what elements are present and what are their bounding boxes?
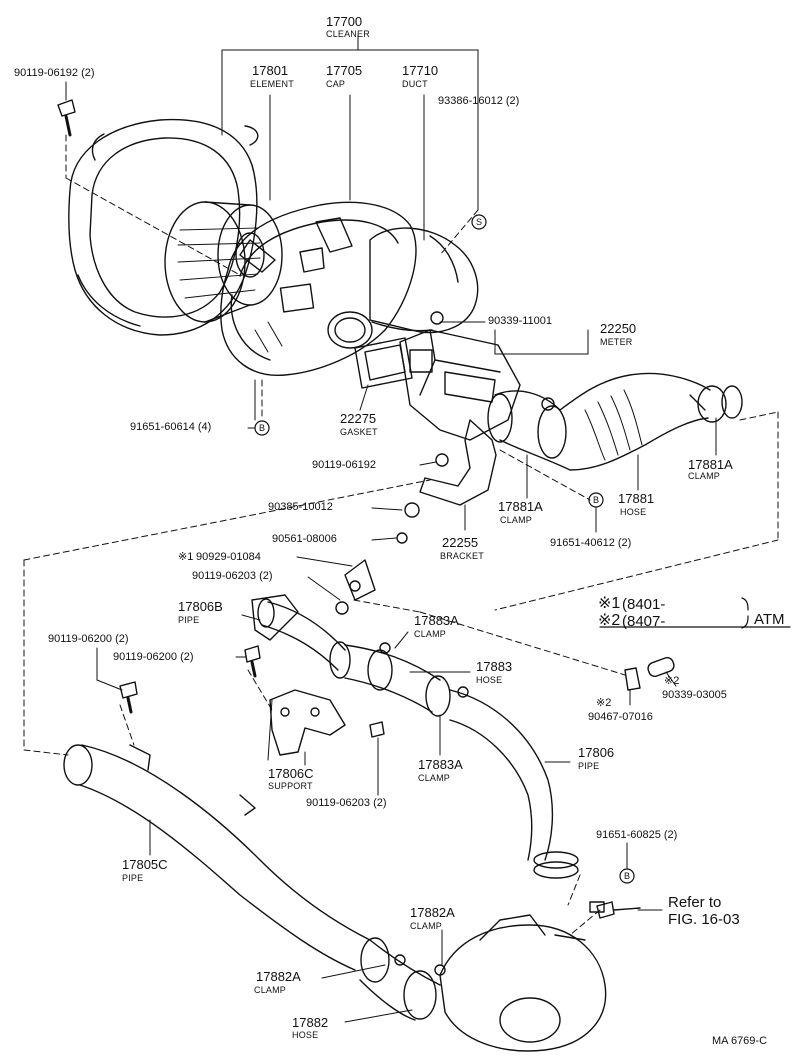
plug-90339-03005: 90339-03005 [662,689,727,701]
clamp-17883a-top-name: CLAMP [414,629,447,639]
clip-91651-60614: 91651-60614 (4) [130,421,212,433]
clamp-17883a-bottom-name: CLAMP [418,773,451,783]
clip-91651-40612: 91651-40612 (2) [550,537,632,549]
bolt-90119-06203-top: 90119-06203 (2) [192,570,273,582]
plug-90339-11001: 90339-11001 [488,315,553,327]
bolt-90119-06192-x2: 90119-06192 (2) [14,67,95,79]
cleaner-cap [220,201,417,376]
air-duct [327,227,479,349]
hose-17882 [359,937,446,1021]
intake-hose-17881 [487,372,743,471]
element-part-name: ELEMENT [250,79,294,89]
filter-element [164,201,283,323]
legend-date-2: (8407- [622,613,666,630]
pipe-17806b [251,559,376,671]
pipe-17805c [63,744,371,971]
clip-90467-07016: 90467-07016 [588,711,653,723]
grommet-90561-08006: 90561-08006 [272,533,337,545]
nut-90385-10012: 90385-10012 [268,501,333,513]
leader-lines [65,34,717,1023]
hose-17881-number: 17881 [618,491,655,506]
legend-transmission: ATM [754,611,785,628]
pipe-17806-number: 17806 [578,745,615,760]
clamp-17882a-left-number: 17882A [256,969,301,984]
support-17806c [269,689,346,756]
turbocharger [439,901,607,1052]
clamp-17883a-bottom-number: 17883A [418,757,463,772]
callout-s: S [476,217,483,227]
figure-code: MA 6769-C [712,1035,768,1047]
clip-91651-60825: 91651-60825 (2) [596,829,678,841]
duct-part-name: DUCT [402,79,428,89]
bolt-90119-06200-left: 90119-06200 (2) [48,633,129,645]
hose-17882-number: 17882 [292,1015,329,1030]
hose-17882-name: HOSE [292,1030,319,1040]
gasket-part-name: GASKET [340,427,378,437]
clamp-17883a-top-number: 17883A [414,613,459,628]
fasteners [57,99,675,919]
note2-mark-plug: ※2 [664,675,680,687]
support-17806c-number: 17806C [268,766,314,781]
clamp-17881a-mid-number: 17881A [498,499,543,514]
refer-figure: FIG. 16-03 [668,911,740,928]
pipe-17806-name: PIPE [578,761,600,771]
meter-bracket [396,419,497,544]
meter-part-name: METER [600,337,633,347]
cleaner-part-name: CLEANER [326,29,370,39]
pipe-17806 [449,689,579,879]
bolt-90119-06200-right: 90119-06200 (2) [113,651,194,663]
callout-circles [254,214,635,884]
callout-b-2: B [593,495,600,505]
legend-date-1: (8401- [622,596,666,613]
support-17806c-name: SUPPORT [268,781,313,791]
hose-17883-number: 17883 [476,659,513,674]
part-90929-01084: 90929-01084 [196,551,261,563]
legend-braces [599,597,791,629]
meter-part-number: 22250 [600,321,637,336]
clamp-17881a-mid-name: CLAMP [500,515,533,525]
element-part-number: 17801 [252,63,289,78]
callout-b-1: B [259,423,266,433]
bolt-90119-06192: 90119-06192 [312,459,377,471]
note1-mark-inline: ※1 [178,551,194,563]
air-cleaner-housing [68,118,259,336]
refer-text: Refer to [668,894,722,911]
clamp-17882a-right-name: CLAMP [410,921,443,931]
dashed-guides [23,134,779,936]
bracket-part-number: 22255 [442,535,479,550]
hose-17883 [329,641,469,717]
gasket-part-number: 22275 [340,411,377,426]
legend-mark-2: ※2 [598,612,621,629]
cleaner-part-number: 17700 [326,14,363,29]
legend-mark-1: ※1 [598,595,621,612]
cap-part-name: CAP [326,79,346,89]
clamp-17882a-left-name: CLAMP [254,985,287,995]
clamp-17882a-right-number: 17882A [410,905,455,920]
callout-b-3: B [624,871,631,881]
pipe-17806b-name: PIPE [178,615,200,625]
bracket-part-name: BRACKET [440,551,484,561]
hose-17883-name: HOSE [476,675,503,685]
bolt-90119-06203-bottom: 90119-06203 (2) [306,797,387,809]
clamp-17881a-right-name: CLAMP [688,471,721,481]
hose-17881-name: HOSE [620,507,647,517]
pipe-17806b-number: 17806B [178,599,223,614]
air-flow-meter [354,311,521,441]
cap-part-number: 17705 [326,63,363,78]
screw-93386-16012: 93386-16012 (2) [438,95,520,107]
pipe-17805c-number: 17805C [122,857,168,872]
clamp-17881a-right-number: 17881A [688,457,733,472]
pipe-17805c-name: PIPE [122,873,144,883]
duct-part-number: 17710 [402,63,439,78]
note2-mark-clip: ※2 [596,697,612,709]
